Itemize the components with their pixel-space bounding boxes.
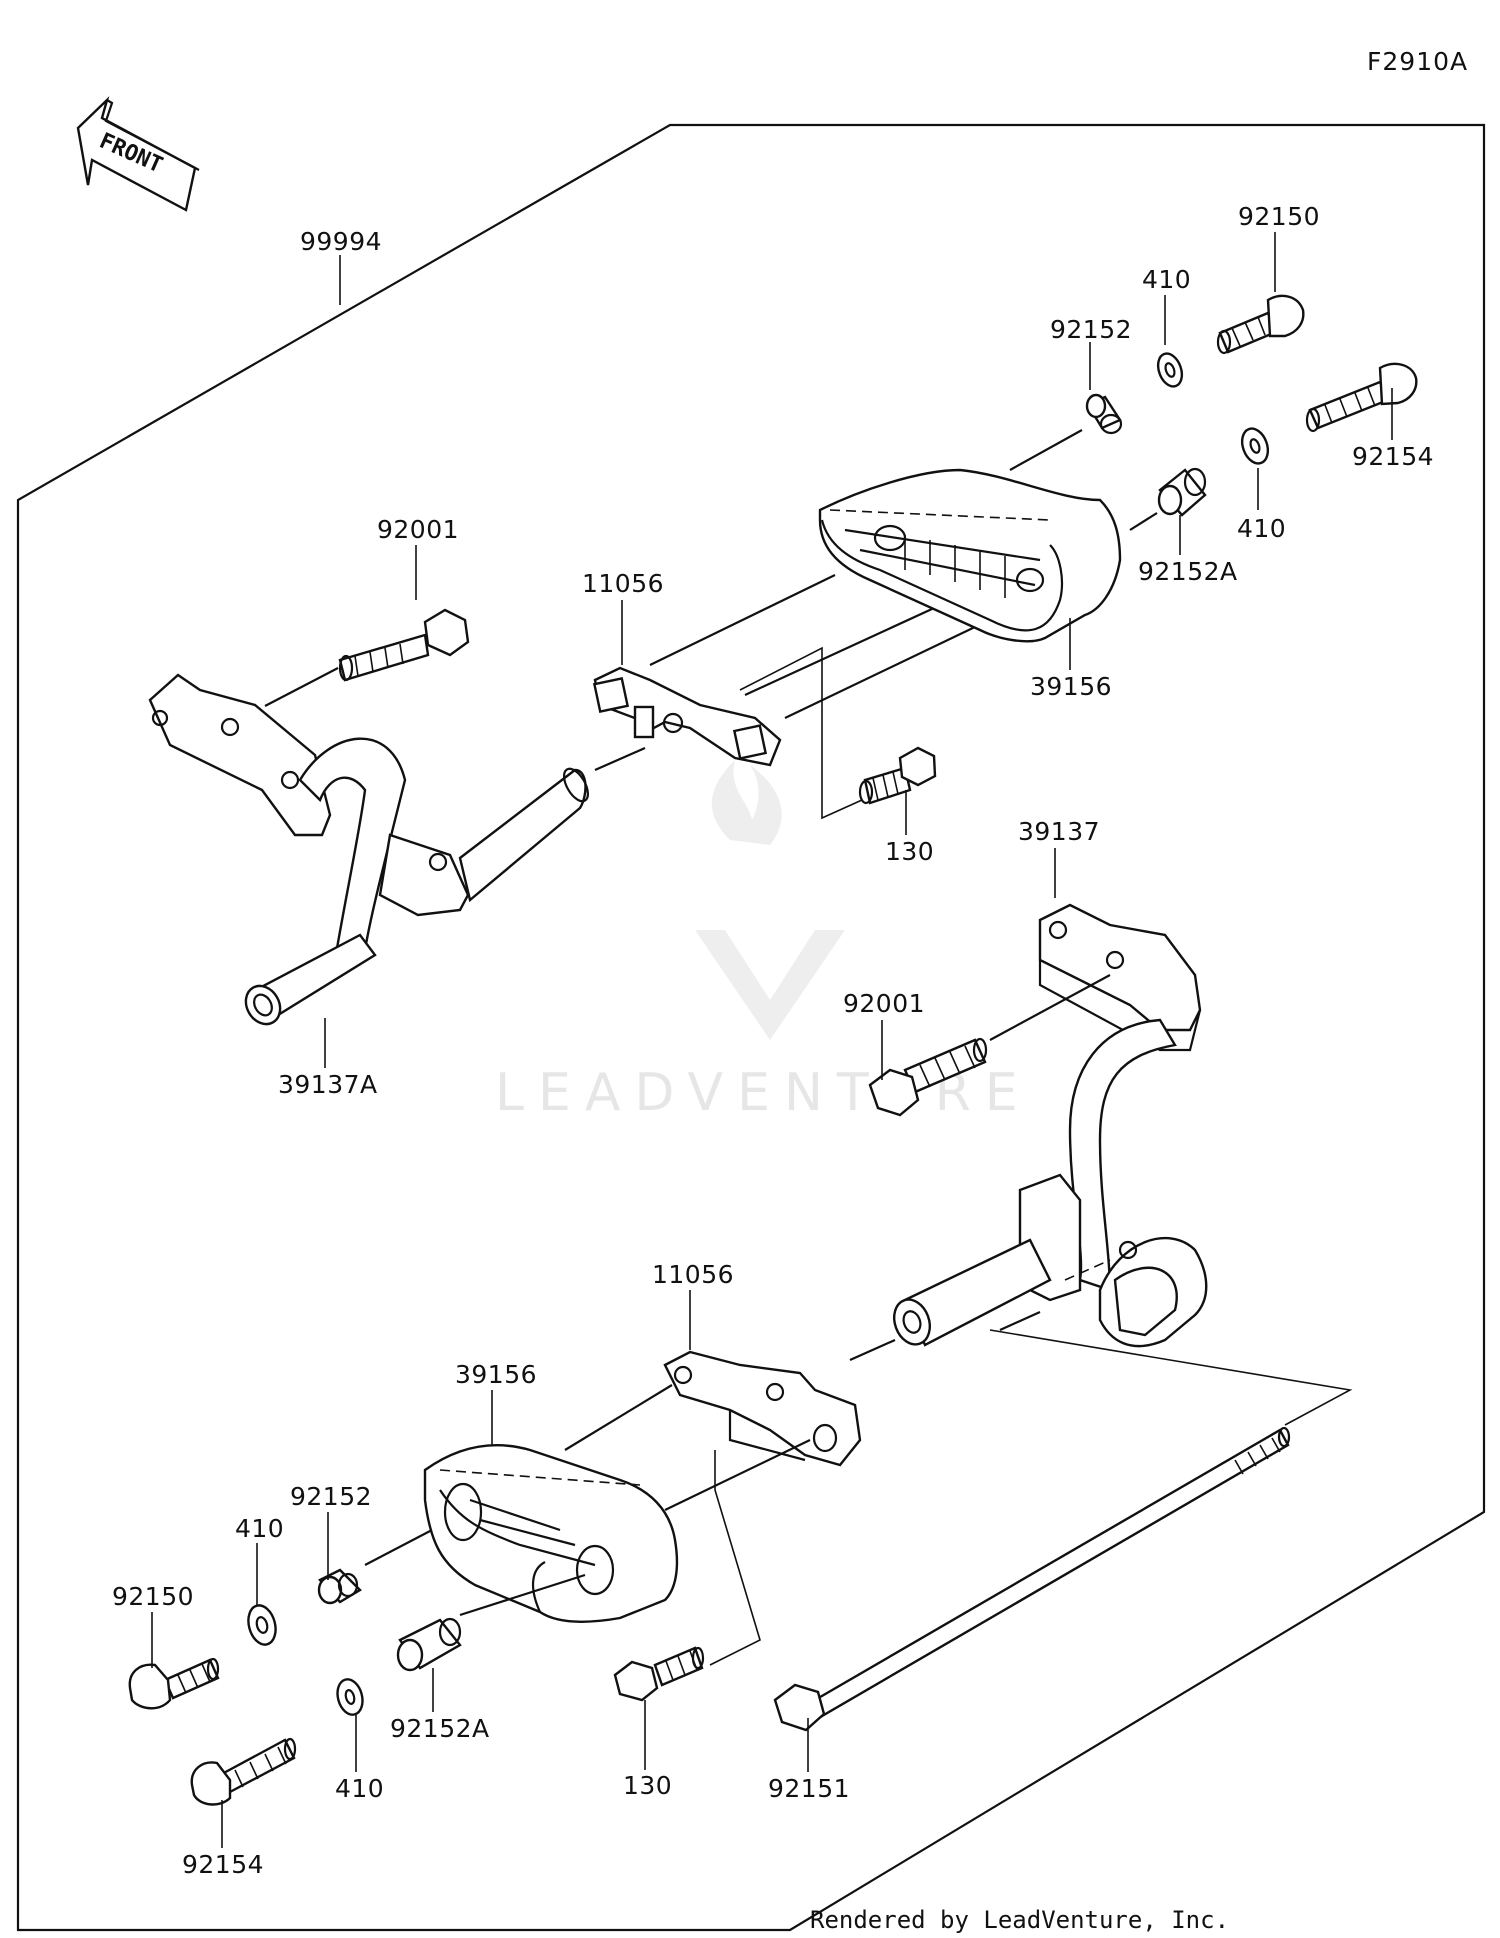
bolt-92154-bottom bbox=[190, 1737, 297, 1806]
leader-39156-92152 bbox=[1009, 429, 1083, 471]
leader-11056-top-39156-c bbox=[784, 614, 1001, 719]
watermark-v-icon bbox=[695, 930, 845, 1040]
bolt-130-bottom bbox=[613, 1646, 705, 1702]
collar-92152a-bottom bbox=[396, 1617, 462, 1672]
leader-11056-top-39156 bbox=[649, 574, 836, 666]
part-label-92151[interactable]: 92151 bbox=[768, 1774, 850, 1803]
leader-92001-right-bracket bbox=[989, 974, 1111, 1041]
leader-11056-bottom-39156-b bbox=[664, 1439, 811, 1511]
front-direction-arrow: FRONT bbox=[76, 96, 200, 212]
bolt-92150-top bbox=[1216, 294, 1305, 355]
part-label-11056-bottom[interactable]: 11056 bbox=[652, 1260, 734, 1289]
leader-92151-bracket bbox=[989, 1329, 1353, 1426]
part-label-39156-bottom[interactable]: 39156 bbox=[455, 1360, 537, 1389]
left-footrest-bracket-39137a bbox=[148, 673, 590, 1026]
leader-11056-bottom-39156 bbox=[564, 1384, 673, 1451]
leader-tube-11056 bbox=[594, 746, 646, 772]
bolt-130-top bbox=[858, 746, 937, 805]
leader-130-bottom bbox=[709, 1450, 761, 1666]
washer-410-top-a bbox=[1156, 352, 1184, 388]
leader-tube-11056-bottom bbox=[849, 1338, 896, 1362]
part-label-410-bottom-b[interactable]: 410 bbox=[335, 1774, 384, 1803]
watermark-flame-icon bbox=[711, 760, 782, 845]
slider-39156-top bbox=[818, 468, 1122, 643]
bolt-92150-bottom bbox=[128, 1657, 220, 1710]
part-label-39137[interactable]: 39137 bbox=[1018, 817, 1100, 846]
part-label-92152-bottom[interactable]: 92152 bbox=[290, 1482, 372, 1511]
part-label-99994[interactable]: 99994 bbox=[300, 227, 382, 256]
part-label-92150-bottom[interactable]: 92150 bbox=[112, 1582, 194, 1611]
collar-92152-bottom bbox=[317, 1568, 362, 1605]
washer-410-top-b bbox=[1240, 427, 1270, 465]
right-footrest-bracket-39137 bbox=[892, 903, 1208, 1348]
leader-39137-tube bbox=[999, 1310, 1041, 1332]
kit-boundary-outline bbox=[16, 123, 1486, 1932]
part-label-92152a-top[interactable]: 92152A bbox=[1138, 557, 1238, 586]
collar-92152-top bbox=[1085, 393, 1123, 435]
part-label-92152-top[interactable]: 92152 bbox=[1050, 315, 1132, 344]
footer-credit: Rendered by LeadVenture, Inc. bbox=[810, 1906, 1229, 1934]
bolt-92001-right bbox=[868, 1037, 988, 1117]
part-label-92001-right[interactable]: 92001 bbox=[843, 989, 925, 1018]
washer-410-bottom-b bbox=[336, 1678, 364, 1716]
part-label-92154-bottom[interactable]: 92154 bbox=[182, 1850, 264, 1879]
part-label-39137a[interactable]: 39137A bbox=[278, 1070, 378, 1099]
part-label-410-bottom-a[interactable]: 410 bbox=[235, 1514, 284, 1543]
part-label-130-top[interactable]: 130 bbox=[885, 837, 934, 866]
leader-130-top bbox=[739, 646, 863, 820]
leader-92001-left-bracket bbox=[264, 667, 339, 707]
bolt-92001-left bbox=[338, 608, 470, 682]
leader-11056-top-39156-b bbox=[744, 602, 946, 696]
part-label-410-top-b[interactable]: 410 bbox=[1237, 514, 1286, 543]
bracket-11056-top bbox=[592, 666, 782, 767]
bolt-92151 bbox=[773, 1426, 1291, 1732]
slider-39156-bottom bbox=[423, 1444, 679, 1623]
part-label-11056-top[interactable]: 11056 bbox=[582, 569, 664, 598]
leader-39156-bottom-92152a bbox=[459, 1573, 586, 1617]
bracket-11056-bottom bbox=[663, 1350, 862, 1467]
collar-92152a-top bbox=[1157, 467, 1207, 517]
part-label-130-bottom[interactable]: 130 bbox=[623, 1771, 672, 1800]
leader-39156-bottom-92152 bbox=[364, 1529, 433, 1566]
part-label-410-top-a[interactable]: 410 bbox=[1142, 265, 1191, 294]
part-label-92001-left[interactable]: 92001 bbox=[377, 515, 459, 544]
part-label-39156-top[interactable]: 39156 bbox=[1030, 672, 1112, 701]
part-label-92150-top[interactable]: 92150 bbox=[1238, 202, 1320, 231]
diagram-code: F2910A bbox=[1367, 47, 1468, 76]
leader-39156-92152a bbox=[1129, 512, 1158, 531]
bolt-92154-top bbox=[1305, 362, 1418, 433]
part-label-92154-top[interactable]: 92154 bbox=[1352, 442, 1434, 471]
washer-410-bottom-a bbox=[247, 1604, 277, 1646]
part-label-92152a-bottom[interactable]: 92152A bbox=[390, 1714, 490, 1743]
